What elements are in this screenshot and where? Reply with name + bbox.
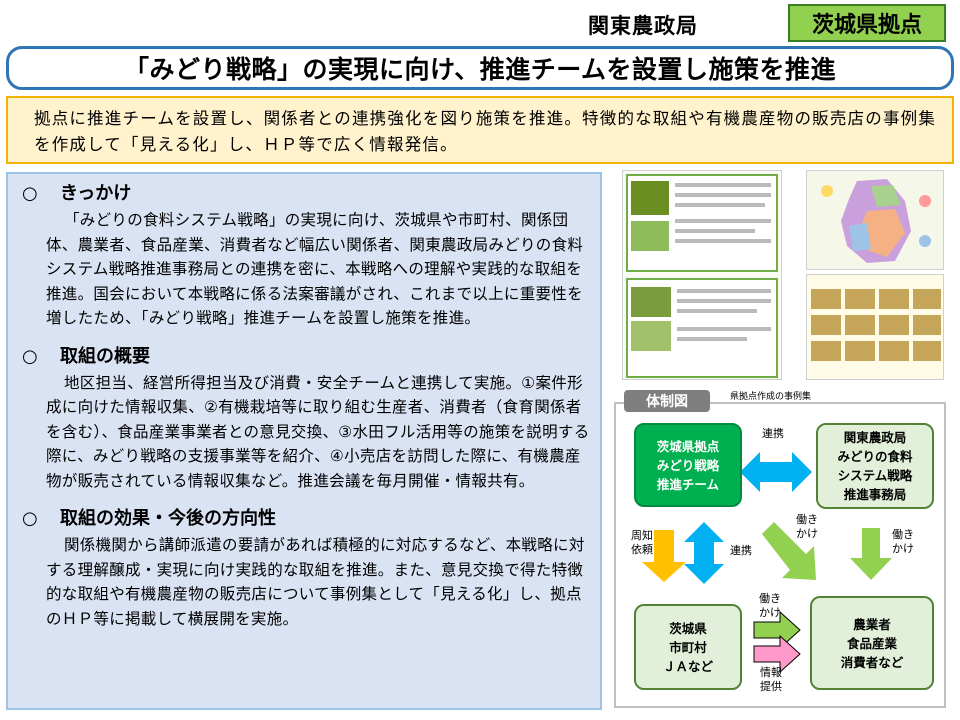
summary-box: 拠点に推進チームを設置し、関係者との連携強化を図り施策を推進。特徴的な取組や有機… — [6, 96, 954, 164]
section-title: 取組の効果・今後の方向性 — [60, 508, 276, 529]
down-arrow-icon — [850, 528, 892, 580]
shop-list-graphic — [807, 275, 943, 379]
section-heading: ○ 取組の効果・今後の方向性 — [22, 505, 590, 533]
section-title: きっかけ — [60, 183, 132, 204]
right-arrow-icon — [753, 610, 801, 650]
circle-bullet-icon: ○ — [22, 183, 38, 204]
label-work-on-bottom: 働き かけ — [759, 592, 781, 619]
label-work-on-right: 働き かけ — [892, 528, 914, 555]
section-effects: ○ 取組の効果・今後の方向性 関係機関から講師派遣の要請があれば積極的に対応するな… — [22, 505, 590, 631]
bureau-name: 関東農政局 — [588, 14, 698, 38]
circle-bullet-icon: ○ — [22, 508, 38, 529]
label-request: 周知 依頼 — [631, 529, 653, 556]
section-heading: ○ 取組の概要 — [22, 343, 590, 371]
page-title: 「みどり戦略」の実現に向け、推進チームを設置し施策を推進 — [6, 46, 954, 90]
node-stakeholders: 農業者 食品産業 消費者など — [810, 596, 934, 690]
prefecture-map-graphic — [807, 171, 943, 269]
label-cooperation-top: 連携 — [762, 427, 784, 440]
diagonal-arrow-icon — [762, 522, 816, 580]
label-info-provision: 情報 提供 — [760, 666, 782, 693]
section-title: 取組の概要 — [60, 345, 150, 367]
casebook-pages-graphic — [626, 174, 778, 378]
casebook-caption: 県拠点作成の事例集 — [730, 392, 812, 402]
right-arrow-icon — [753, 634, 801, 674]
detail-panel: ○ きっかけ 「みどりの食料システム戦略」の実現に向け、茨城県や市町村、関係団体、… — [6, 172, 602, 710]
org-diagram-label: 体制図 — [624, 390, 710, 412]
double-arrow-vertical-icon — [684, 522, 724, 584]
section-body-text: 地区担当、経営所得担当及び消費・安全チームと連携して実施。①案件形成に向けた情報… — [46, 373, 590, 490]
section-trigger: ○ きっかけ 「みどりの食料システム戦略」の実現に向け、茨城県や市町村、関係団体、… — [22, 180, 590, 331]
label-work-on-diagonal: 働き かけ — [796, 513, 818, 540]
label-cooperation-mid: 連携 — [730, 544, 752, 557]
prefecture-map-image — [806, 170, 944, 270]
node-bureau-office: 関東農政局 みどりの食料 システム戦略 推進事務局 — [816, 423, 934, 509]
section-heading: ○ きっかけ — [22, 180, 590, 208]
section-body-text: 関係機関から講師派遣の要請があれば積極的に対応するなど、本戦略に対する理解醸成・… — [46, 536, 585, 628]
diagram-arrows — [642, 452, 892, 674]
down-arrow-icon — [642, 530, 686, 582]
section-body: 「みどりの食料システム戦略」の実現に向け、茨城県や市町村、関係団体、農業者、食品… — [46, 208, 590, 331]
summary-text: 拠点に推進チームを設置し、関係者との連携強化を図り施策を推進。特徴的な取組や有機… — [34, 109, 937, 154]
double-arrow-horizontal-icon — [740, 452, 812, 492]
section-body-text: 「みどりの食料システム戦略」の実現に向け、茨城県や市町村、関係団体、農業者、食品… — [46, 211, 584, 327]
node-local-gov: 茨城県 市町村 ＪＡなど — [634, 604, 742, 690]
circle-bullet-icon: ○ — [22, 345, 38, 367]
casebook-pages-image — [622, 170, 782, 380]
base-badge: 茨城県拠点 — [788, 4, 946, 42]
section-body: 地区担当、経営所得担当及び消費・安全チームと連携して実施。①案件形成に向けた情報… — [46, 371, 590, 494]
section-overview: ○ 取組の概要 地区担当、経営所得担当及び消費・安全チームと連携して実施。①案件形… — [22, 343, 590, 494]
node-promotion-team: 茨城県拠点 みどり戦略 推進チーム — [634, 423, 742, 507]
shop-list-image — [806, 274, 944, 380]
section-body: 関係機関から講師派遣の要請があれば積極的に対応するなど、本戦略に対する理解醸成・… — [46, 533, 590, 631]
